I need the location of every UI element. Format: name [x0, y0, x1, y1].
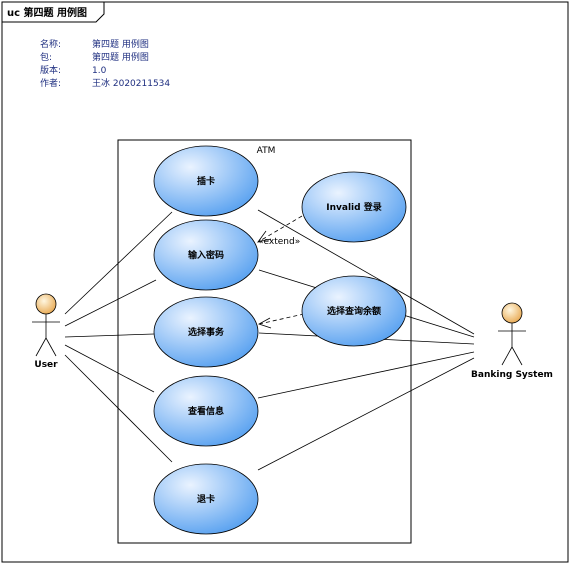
usecase-select-transaction[interactable]: 选择事务: [153, 296, 259, 368]
actor-banking-system[interactable]: Banking System: [471, 302, 553, 380]
usecase-eject-card[interactable]: 退卡: [153, 463, 259, 535]
usecase-select-balance-shape: [301, 275, 407, 347]
actor-banking-label: Banking System: [471, 370, 553, 380]
actor-banking-body: [498, 323, 526, 366]
extend-invalid-login: [257, 215, 303, 243]
actor-user[interactable]: User: [32, 293, 60, 370]
extend-line-select-balance: [258, 313, 305, 325]
assoc-user-eject-card: [64, 354, 173, 463]
assoc-bank-view-info: [257, 351, 475, 399]
usecase-insert-card-label: 插卡: [197, 175, 215, 187]
meta-key-author: 作者:: [40, 77, 61, 89]
meta-value-package: 第四题 用例图: [92, 51, 149, 63]
usecase-select-balance[interactable]: 选择查询余额: [301, 275, 407, 347]
actor-user-label: User: [34, 360, 58, 370]
extend-arrowhead-select-balance: [258, 317, 272, 329]
metadata-block: 名称: 第四题 用例图 包: 第四题 用例图 版本: 1.0 作者: 王冰 20…: [40, 38, 170, 89]
meta-value-version: 1.0: [92, 66, 107, 76]
usecase-eject-card-label: 退卡: [197, 493, 215, 505]
actor-user-body: [32, 314, 60, 357]
usecase-eject-card-shape: [153, 463, 259, 535]
usecase-enter-password[interactable]: 输入密码: [153, 219, 259, 291]
assoc-user-enter-password: [64, 279, 157, 327]
usecase-select-transaction-shape: [153, 296, 259, 368]
frame-title: uc 第四题 用例图: [7, 6, 87, 19]
meta-key-name: 名称:: [40, 38, 61, 50]
assoc-user-insert-card: [64, 211, 173, 315]
meta-key-package: 包:: [40, 51, 52, 63]
usecase-enter-password-shape: [153, 219, 259, 291]
usecase-select-transaction-label: 选择事务: [188, 326, 225, 338]
frame-tab: [1, 1, 105, 23]
assoc-user-select-transaction: [64, 333, 155, 338]
system-boundary-label: ATM: [257, 146, 276, 156]
usecase-view-info-shape: [153, 375, 259, 447]
banking-associations: [257, 209, 475, 471]
extend-line-invalid-login: [257, 215, 303, 243]
actor-user-head: [35, 293, 57, 315]
meta-value-author: 王冰 2020211534: [92, 77, 170, 89]
extend-select-balance: [258, 313, 305, 329]
assoc-user-view-info: [64, 344, 155, 393]
usecase-insert-card[interactable]: 插卡: [153, 145, 259, 217]
usecase-enter-password-label: 输入密码: [188, 249, 224, 261]
usecase-invalid-login-label: Invalid 登录: [326, 201, 381, 213]
meta-key-version: 版本:: [40, 64, 61, 76]
usecase-invalid-login-shape: [301, 171, 407, 243]
usecase-insert-card-shape: [153, 145, 259, 217]
actor-banking-head: [501, 302, 523, 324]
assoc-bank-eject-card: [257, 357, 475, 471]
usecase-invalid-login[interactable]: Invalid 登录: [301, 171, 407, 243]
usecase-select-balance-label: 选择查询余额: [327, 305, 381, 317]
assoc-bank-insert-card: [257, 209, 475, 335]
extend-arrowhead-invalid-login: [257, 230, 272, 243]
meta-value-name: 第四题 用例图: [92, 38, 149, 50]
usecase-view-info-label: 查看信息: [187, 405, 224, 417]
user-associations: [64, 211, 173, 463]
extend-stereotype: «extend»: [258, 237, 300, 247]
usecase-view-info[interactable]: 查看信息: [153, 375, 259, 447]
